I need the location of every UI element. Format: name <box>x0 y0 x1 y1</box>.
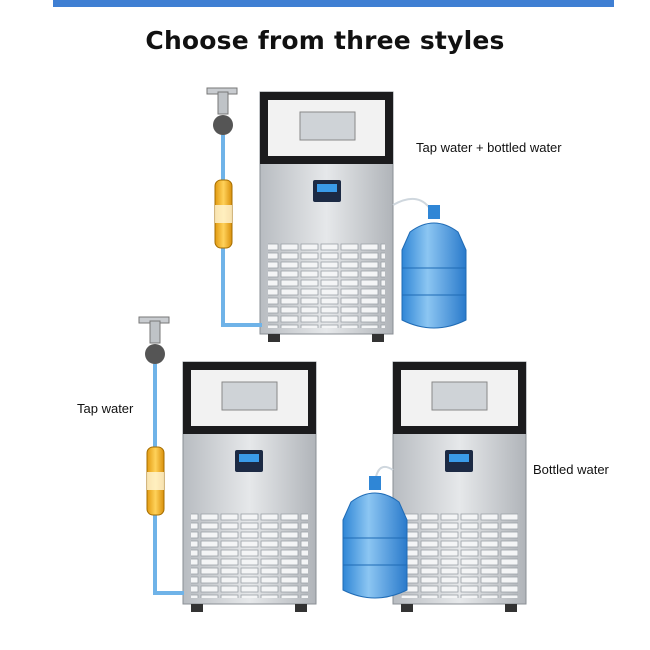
water-bottle-icon <box>342 476 408 599</box>
water-hose <box>392 197 433 213</box>
ice-machine-bottom-right <box>392 361 527 612</box>
ice-machine-top <box>259 91 394 342</box>
page-title: Choose from three styles <box>145 26 505 55</box>
faucet-icon <box>138 316 170 364</box>
water-bottle-icon <box>401 205 467 329</box>
label-bottled-water: Bottled water <box>533 462 609 477</box>
label-tap-and-bottled-water: Tap water + bottled water <box>416 140 562 155</box>
faucet-icon <box>206 87 238 135</box>
water-pipe <box>153 364 184 595</box>
top-accent-bar <box>53 0 614 7</box>
label-tap-water: Tap water <box>77 401 134 416</box>
ice-machine-bottom-left <box>182 361 317 612</box>
